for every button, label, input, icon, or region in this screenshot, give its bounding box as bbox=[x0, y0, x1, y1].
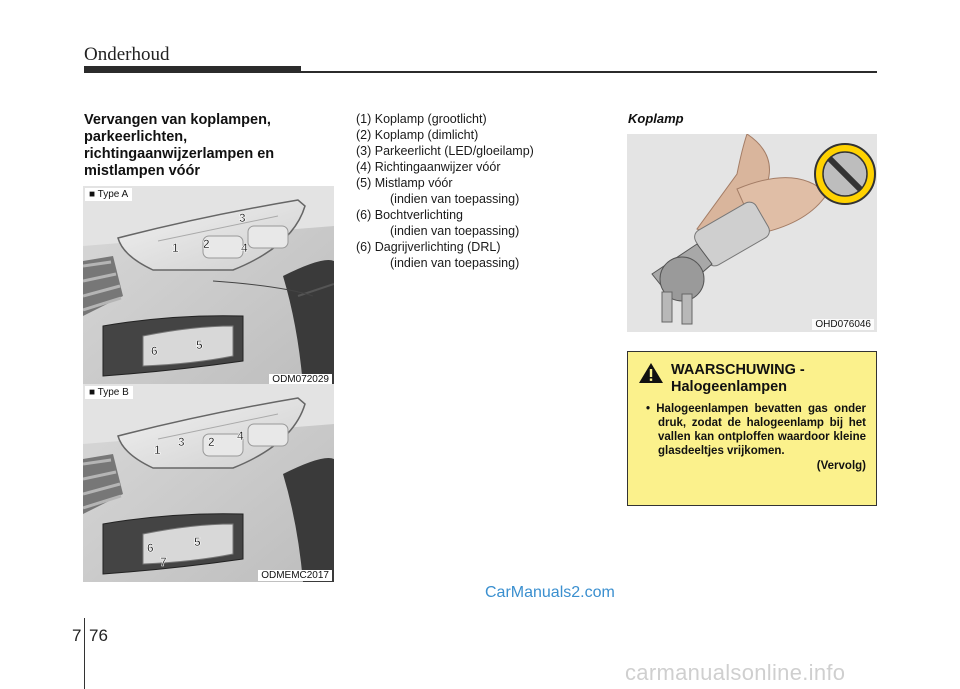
callout-2: 2 bbox=[203, 237, 210, 251]
list-item: (5) Mistlamp vóór (indien van toepassing… bbox=[356, 176, 520, 206]
warning-text: • Halogeenlampen bevatten gas onder druk… bbox=[646, 403, 866, 457]
image-code-a: ODM072029 bbox=[269, 374, 332, 385]
list-item: (4) Richtingaanwijzer vóór bbox=[356, 160, 501, 174]
continued-label: (Vervolg) bbox=[816, 460, 866, 472]
type-b-tag: ■ Type B bbox=[85, 386, 133, 399]
section-heading: Vervangen van koplampen, parkeerlichten,… bbox=[84, 112, 319, 180]
callout-4: 4 bbox=[241, 241, 248, 255]
callout-3: 3 bbox=[239, 211, 246, 225]
callout-5: 5 bbox=[196, 338, 203, 352]
halogen-bulb-illustration bbox=[627, 134, 877, 332]
list-item: (3) Parkeerlicht (LED/gloeilamp) bbox=[356, 144, 534, 158]
heading-line: parkeerlichten, bbox=[84, 129, 188, 145]
list-item: (6) Bochtverlichting (indien van toepass… bbox=[356, 208, 520, 238]
headlamp-illustration-a: 1 2 3 4 5 6 bbox=[83, 186, 334, 386]
headlamp-image-type-a: 1 2 3 4 5 6 ■ Type A ODM072029 bbox=[83, 186, 334, 386]
callout-4: 4 bbox=[237, 429, 244, 443]
callout-2: 2 bbox=[208, 435, 215, 449]
image-code-b: ODMEMC2017 bbox=[258, 570, 332, 581]
heading-line: mistlampen vóór bbox=[84, 163, 201, 179]
watermark-link[interactable]: CarManuals2.com bbox=[485, 584, 615, 601]
headlamp-illustration-b: 1 2 3 4 5 6 7 bbox=[83, 384, 334, 582]
headlamp-image-type-b: 1 2 3 4 5 6 7 ■ Type B ODMEMC2017 bbox=[83, 384, 334, 582]
list-item: (2) Koplamp (dimlicht) bbox=[356, 128, 479, 142]
callout-6: 6 bbox=[147, 541, 154, 555]
bulb-list: (1) Koplamp (grootlicht) (2) Koplamp (di… bbox=[356, 111, 586, 271]
callout-6: 6 bbox=[151, 344, 158, 358]
callout-5: 5 bbox=[194, 535, 201, 549]
header-bar bbox=[84, 66, 301, 73]
header-rule bbox=[301, 71, 877, 73]
callout-1: 1 bbox=[172, 241, 179, 255]
footer-divider bbox=[84, 618, 85, 689]
callout-3: 3 bbox=[178, 435, 185, 449]
warning-box: WAARSCHUWING - Halogeenlampen • Halogeen… bbox=[627, 351, 877, 506]
footer-site-link[interactable]: carmanualsonline.info bbox=[625, 660, 846, 685]
list-item: (6) Dagrijverlichting (DRL) (indien van … bbox=[356, 240, 520, 270]
koplamp-title: Koplamp bbox=[628, 111, 684, 126]
warning-triangle-icon bbox=[639, 363, 663, 383]
halogen-bulb-photo: OHD076046 bbox=[627, 134, 877, 332]
page-number: 76 bbox=[89, 626, 108, 645]
warning-title: WAARSCHUWING - Halogeenlampen bbox=[671, 362, 805, 395]
heading-line: Vervangen van koplampen, bbox=[84, 112, 271, 128]
photo-code: OHD076046 bbox=[812, 319, 874, 330]
chapter-number: 7 bbox=[72, 626, 82, 645]
type-a-tag: ■ Type A bbox=[85, 188, 133, 201]
section-header-title: Onderhoud bbox=[84, 44, 170, 65]
heading-line: richtingaanwijzerlampen en bbox=[84, 146, 275, 162]
callout-1: 1 bbox=[154, 443, 161, 457]
list-item: (1) Koplamp (grootlicht) bbox=[356, 112, 487, 126]
callout-7: 7 bbox=[160, 555, 167, 569]
